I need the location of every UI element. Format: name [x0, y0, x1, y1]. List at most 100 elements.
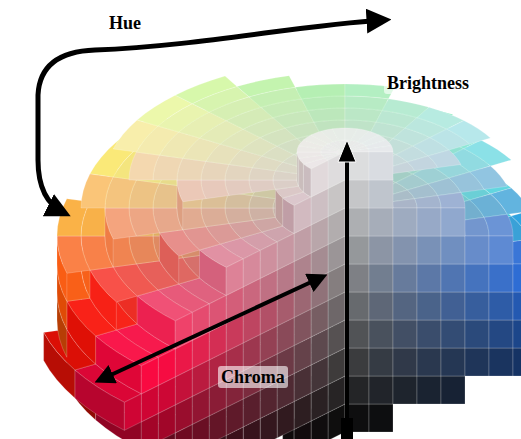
color-cell	[441, 320, 465, 348]
color-cell	[277, 233, 294, 269]
color-cell	[283, 198, 294, 233]
color-cell	[441, 236, 465, 264]
color-cell	[417, 348, 441, 376]
color-cell	[297, 152, 322, 158]
color-cell	[415, 196, 441, 208]
color-cell	[160, 233, 179, 284]
color-cell	[441, 376, 465, 404]
color-cell	[393, 208, 417, 236]
color-cell	[243, 250, 260, 286]
color-cell	[489, 292, 513, 320]
color-cell	[369, 208, 393, 236]
color-cell	[513, 264, 521, 292]
color-cell	[129, 152, 160, 180]
color-cell	[369, 376, 393, 404]
color-cell	[441, 292, 465, 320]
color-cell	[124, 394, 141, 430]
color-cell	[490, 188, 521, 214]
color-cell	[237, 76, 295, 97]
color-cell	[249, 208, 275, 220]
color-cell	[177, 180, 183, 230]
brightness-arrowhead	[338, 140, 356, 162]
color-cell	[393, 264, 417, 292]
color-cell	[273, 180, 299, 189]
color-cell	[333, 128, 345, 140]
color-cell	[201, 180, 229, 199]
hue-arrow	[38, 20, 384, 213]
color-cell	[489, 348, 513, 376]
color-cell	[441, 208, 465, 236]
color-cell	[465, 348, 489, 376]
color-cell	[369, 152, 393, 180]
color-cell	[303, 164, 311, 197]
color-cell	[417, 236, 441, 264]
color-cell	[489, 320, 513, 348]
color-cell	[417, 264, 441, 292]
color-cell	[465, 320, 489, 348]
color-cell	[295, 84, 345, 99]
color-cell	[489, 264, 513, 292]
color-cell	[465, 236, 489, 264]
color-cell	[175, 76, 237, 104]
axis-label: Chroma	[218, 366, 288, 388]
color-cell	[226, 259, 243, 295]
brightness-axis	[345, 160, 349, 436]
axis-label: Brightness	[384, 72, 472, 94]
color-cell	[90, 270, 116, 330]
color-cell	[417, 292, 441, 320]
color-cell	[393, 292, 417, 320]
color-cell	[417, 208, 441, 236]
color-cell	[44, 332, 75, 398]
chroma-arrow	[100, 277, 322, 380]
color-cell	[369, 236, 393, 264]
color-cell	[294, 197, 311, 233]
color-cell	[470, 166, 508, 189]
color-cell	[369, 348, 393, 376]
color-cell	[137, 296, 175, 349]
color-cell	[200, 250, 227, 295]
color-cell	[393, 320, 417, 348]
color-cell	[393, 236, 417, 264]
color-cell	[105, 208, 113, 267]
color-cell	[465, 292, 489, 320]
color-cell	[428, 150, 461, 168]
color-cell	[369, 264, 393, 292]
color-cell	[417, 376, 441, 404]
color-cell	[225, 180, 252, 196]
color-cell	[311, 160, 328, 196]
color-cell	[369, 292, 393, 320]
color-cell	[391, 199, 417, 208]
color-cell	[513, 292, 521, 320]
color-cell	[464, 140, 511, 166]
color-cell	[447, 121, 491, 144]
color-cell	[368, 146, 393, 152]
color-cell	[299, 158, 304, 192]
color-cell	[369, 320, 393, 348]
color-cell	[393, 348, 417, 376]
color-cell	[275, 189, 282, 226]
color-cell	[67, 301, 96, 364]
color-cell	[484, 214, 513, 236]
axis-label: Hue	[106, 12, 144, 34]
color-cell	[81, 174, 113, 208]
color-cell	[369, 404, 393, 432]
color-cell	[465, 264, 489, 292]
color-cell	[393, 376, 417, 404]
color-cell	[417, 320, 441, 348]
color-cell	[513, 348, 521, 376]
color-cell	[441, 264, 465, 292]
color-cell	[369, 180, 393, 208]
color-cell	[345, 108, 382, 122]
color-cell	[260, 242, 277, 278]
color-cell	[57, 236, 67, 301]
color-cell	[201, 208, 229, 227]
color-cell	[249, 180, 275, 192]
color-cell	[113, 120, 158, 152]
color-cell	[513, 320, 521, 348]
color-cell	[441, 348, 465, 376]
color-cell	[489, 236, 513, 264]
color-cell	[308, 108, 345, 122]
color-cell	[158, 349, 175, 385]
color-cell	[141, 357, 158, 393]
